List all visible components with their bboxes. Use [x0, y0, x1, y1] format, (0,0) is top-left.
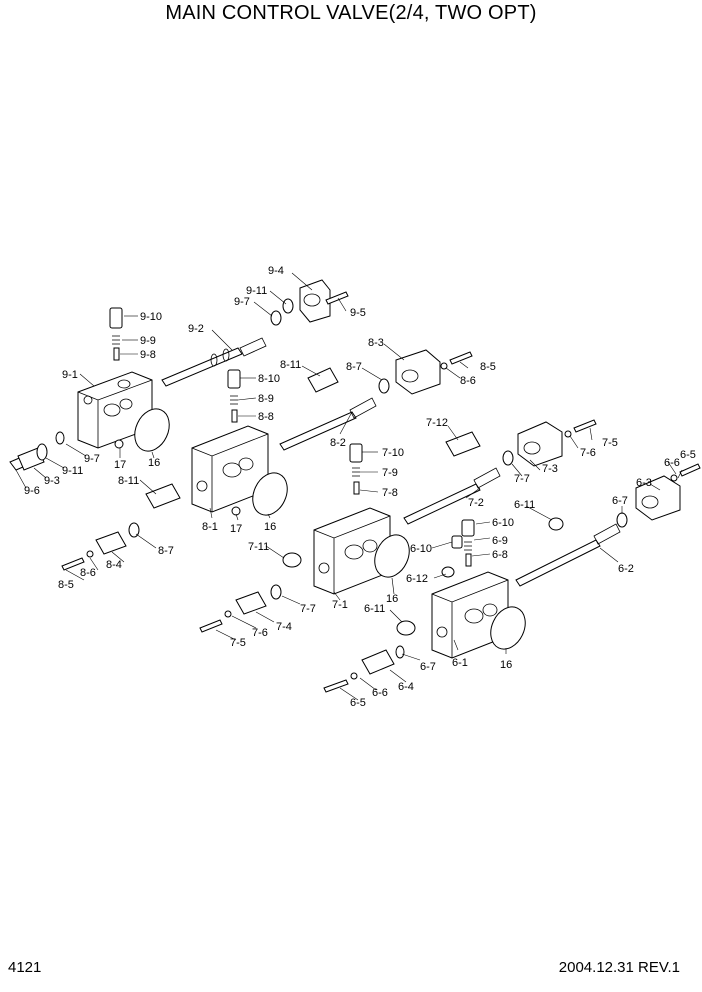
part-label-6-11: 6-11	[364, 603, 385, 615]
part-label-9-11: 9-11	[62, 465, 83, 477]
part-label-16-d: 16	[500, 659, 512, 671]
part-label-7-1: 7-1	[332, 599, 348, 611]
part-label-6-3: 6-3	[636, 477, 652, 489]
section-9-drawing	[9, 279, 349, 471]
part-label-8-6: 8-6	[80, 567, 96, 579]
section-7-drawing	[199, 419, 597, 633]
part-label-6-11-top: 6-11	[514, 499, 535, 511]
part-label-6-1: 6-1	[452, 657, 468, 669]
part-label-8-11-top: 8-11	[280, 359, 301, 371]
leader-lines	[15, 272, 683, 701]
part-label-6-2: 6-2	[618, 563, 634, 575]
part-label-8-5-top: 8-5	[480, 361, 496, 373]
part-label-16-b: 16	[264, 521, 276, 533]
part-label-8-4: 8-4	[106, 559, 122, 571]
part-label-9-7-top: 9-7	[234, 296, 250, 308]
part-label-8-1: 8-1	[202, 521, 218, 533]
part-label-9-11-top: 9-11	[246, 285, 267, 297]
part-label-16-c: 16	[386, 593, 398, 605]
part-label-6-10-left: 6-10	[410, 543, 432, 555]
part-label-7-6-top: 7-6	[580, 447, 596, 459]
section-8-drawing	[61, 349, 473, 571]
part-label-6-7: 6-7	[420, 661, 436, 673]
part-label-6-9: 6-9	[492, 535, 508, 547]
part-label-9-1: 9-1	[62, 369, 78, 381]
part-label-8-10: 8-10	[258, 373, 280, 385]
part-label-9-7: 9-7	[84, 453, 100, 465]
part-label-9-8: 9-8	[140, 349, 156, 361]
part-label-6-10-right: 6-10	[492, 517, 514, 529]
part-label-7-11: 7-11	[248, 541, 269, 553]
part-label-8-9: 8-9	[258, 393, 274, 405]
page-number: 4121	[8, 959, 42, 976]
part-label-7-2: 7-2	[468, 497, 484, 509]
part-label-8-8: 8-8	[258, 411, 274, 423]
part-label-7-5-top: 7-5	[602, 437, 618, 449]
part-label-7-8: 7-8	[382, 487, 398, 499]
page-title: MAIN CONTROL VALVE(2/4, TWO OPT)	[165, 2, 537, 24]
part-label-8-3: 8-3	[368, 337, 384, 349]
part-label-9-6: 9-6	[24, 485, 40, 497]
part-label-8-7: 8-7	[158, 545, 174, 557]
part-labels: 9-4 9-11 9-7 9-5 9-2 9-10 9-9 9-8 9-1 9-…	[24, 265, 696, 709]
section-6-drawing	[323, 463, 701, 693]
part-label-6-6-top: 6-6	[664, 457, 680, 469]
part-label-6-4: 6-4	[398, 681, 414, 693]
part-label-9-2: 9-2	[188, 323, 204, 335]
part-label-7-7-top: 7-7	[514, 473, 530, 485]
part-label-6-7-top: 6-7	[612, 495, 628, 507]
part-label-16-a: 16	[148, 457, 160, 469]
part-label-6-12: 6-12	[406, 573, 428, 585]
part-label-8-5: 8-5	[58, 579, 74, 591]
part-label-6-6: 6-6	[372, 687, 388, 699]
part-label-7-9: 7-9	[382, 467, 398, 479]
part-label-7-3: 7-3	[542, 463, 558, 475]
part-label-9-4: 9-4	[268, 265, 284, 277]
part-label-6-5-top: 6-5	[680, 449, 696, 461]
part-label-7-12: 7-12	[426, 417, 448, 429]
revision-date: 2004.12.31 REV.1	[558, 959, 680, 976]
part-label-6-8: 6-8	[492, 549, 508, 561]
part-label-8-7-top: 8-7	[346, 361, 362, 373]
part-label-8-2: 8-2	[330, 437, 346, 449]
part-label-17-b: 17	[230, 523, 242, 535]
part-label-8-6-top: 8-6	[460, 375, 476, 387]
part-label-9-10: 9-10	[140, 311, 162, 323]
part-label-9-9: 9-9	[140, 335, 156, 347]
part-label-7-5: 7-5	[230, 637, 246, 649]
part-label-6-5: 6-5	[350, 697, 366, 709]
part-label-7-4: 7-4	[276, 621, 292, 633]
part-label-7-6: 7-6	[252, 627, 268, 639]
part-label-9-3: 9-3	[44, 475, 60, 487]
part-label-9-5: 9-5	[350, 307, 366, 319]
part-label-17-a: 17	[114, 459, 126, 471]
part-label-8-11: 8-11	[118, 475, 139, 487]
part-label-7-7: 7-7	[300, 603, 316, 615]
part-label-7-10: 7-10	[382, 447, 404, 459]
